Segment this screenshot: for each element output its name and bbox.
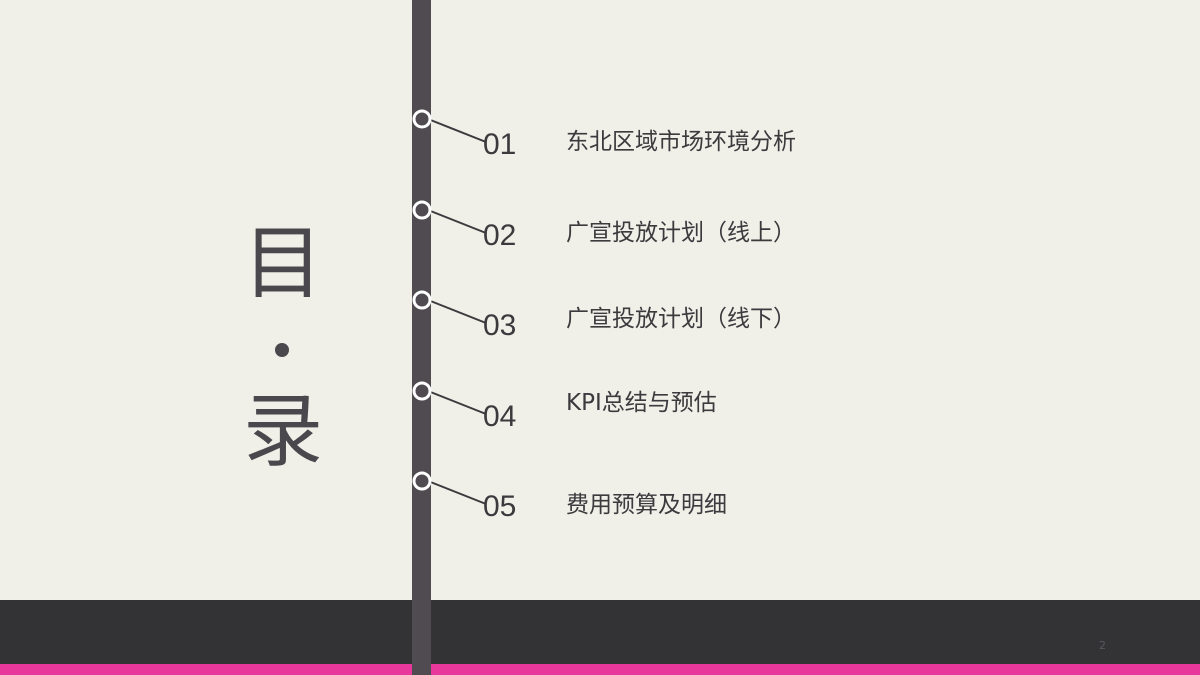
toc-item-4-label[interactable]: KPI总结与预估 bbox=[566, 390, 717, 416]
toc-item-5-label[interactable]: 费用预算及明细 bbox=[566, 492, 727, 518]
title-top-char: 目 bbox=[243, 217, 323, 310]
title-bottom-char: 录 bbox=[243, 385, 323, 478]
timeline-node-3 bbox=[412, 290, 487, 324]
toc-item-3-number: 03 bbox=[483, 309, 517, 342]
toc-item-4-number: 04 bbox=[483, 400, 517, 433]
bottom-accent-stripe bbox=[0, 664, 1200, 675]
bottom-band bbox=[0, 600, 1200, 664]
toc-item-5-number: 05 bbox=[483, 490, 517, 523]
timeline-node-2 bbox=[412, 200, 487, 234]
timeline-node-4 bbox=[412, 381, 487, 415]
timeline-spine bbox=[412, 0, 431, 675]
page-number: 2 bbox=[1099, 639, 1106, 652]
toc-item-1-label[interactable]: 东北区域市场环境分析 bbox=[566, 129, 796, 155]
toc-item-2-number: 02 bbox=[483, 219, 517, 252]
title-separator-dot bbox=[275, 343, 289, 357]
toc-item-3-label[interactable]: 广宣投放计划（线下） bbox=[566, 306, 796, 332]
timeline-node-1 bbox=[412, 109, 487, 143]
toc-item-2-label[interactable]: 广宣投放计划（线上） bbox=[566, 220, 796, 246]
timeline-node-5 bbox=[412, 471, 487, 505]
toc-item-1-number: 01 bbox=[483, 128, 517, 161]
